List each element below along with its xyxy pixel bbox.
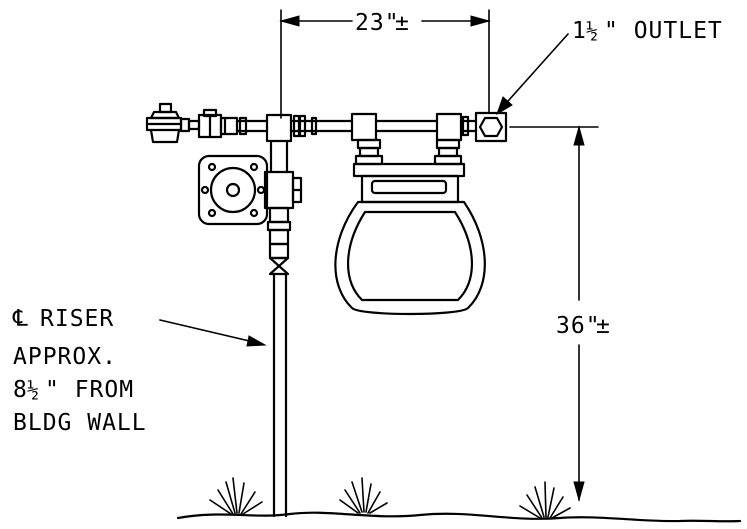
riser-note-line3-whole: 8 — [13, 377, 28, 403]
riser-note-line1: RISER — [40, 306, 114, 332]
centerline-symbol: ℄ — [12, 306, 29, 332]
riser-note-line3-rest: " FROM — [45, 377, 134, 403]
dim-arrow-top — [573, 125, 585, 146]
riser-assembly — [263, 139, 303, 518]
grass-tuft-right — [519, 481, 571, 519]
outlet-arrow — [496, 96, 513, 116]
dim-arrow-left — [279, 15, 300, 27]
ground-line — [176, 511, 742, 523]
dim-arrow-right — [470, 15, 491, 27]
riser-note: ℄ RISER APPROX. 8 ½ " FROM BLDG WALL — [12, 306, 147, 436]
height-dimension-value: 36" — [556, 313, 601, 339]
dim-arrow-bottom — [573, 481, 585, 502]
width-dimension-value: 23" — [355, 10, 400, 36]
grass-tuft-middle — [339, 477, 388, 514]
outlet-size-whole: 1 — [572, 18, 587, 44]
outlet-label: " OUTLET — [604, 18, 723, 44]
meter-swivels — [354, 138, 463, 166]
width-dimension: 23" ± — [279, 9, 491, 119]
header-pipe — [235, 112, 478, 143]
gas-meter — [334, 162, 486, 316]
gas-regulator — [145, 102, 201, 144]
outlet-fitting — [474, 111, 508, 143]
riser-leader — [159, 319, 267, 347]
flanged-device — [197, 154, 269, 226]
riser-arrow — [246, 335, 267, 347]
grass-tuft-left — [209, 477, 263, 515]
header-union — [197, 108, 239, 139]
height-dimension: 36" ± — [509, 125, 611, 502]
height-dimension-tolerance: ± — [596, 313, 611, 339]
riser-note-line4: BLDG WALL — [13, 410, 147, 436]
riser-note-line3-fraction: ½ — [27, 378, 40, 402]
outlet-size-fraction: ½ — [586, 19, 599, 43]
riser-note-line2: APPROX. — [13, 344, 117, 370]
width-dimension-tolerance: ± — [395, 10, 410, 36]
outlet-callout: 1 ½ " OUTLET — [496, 18, 723, 116]
